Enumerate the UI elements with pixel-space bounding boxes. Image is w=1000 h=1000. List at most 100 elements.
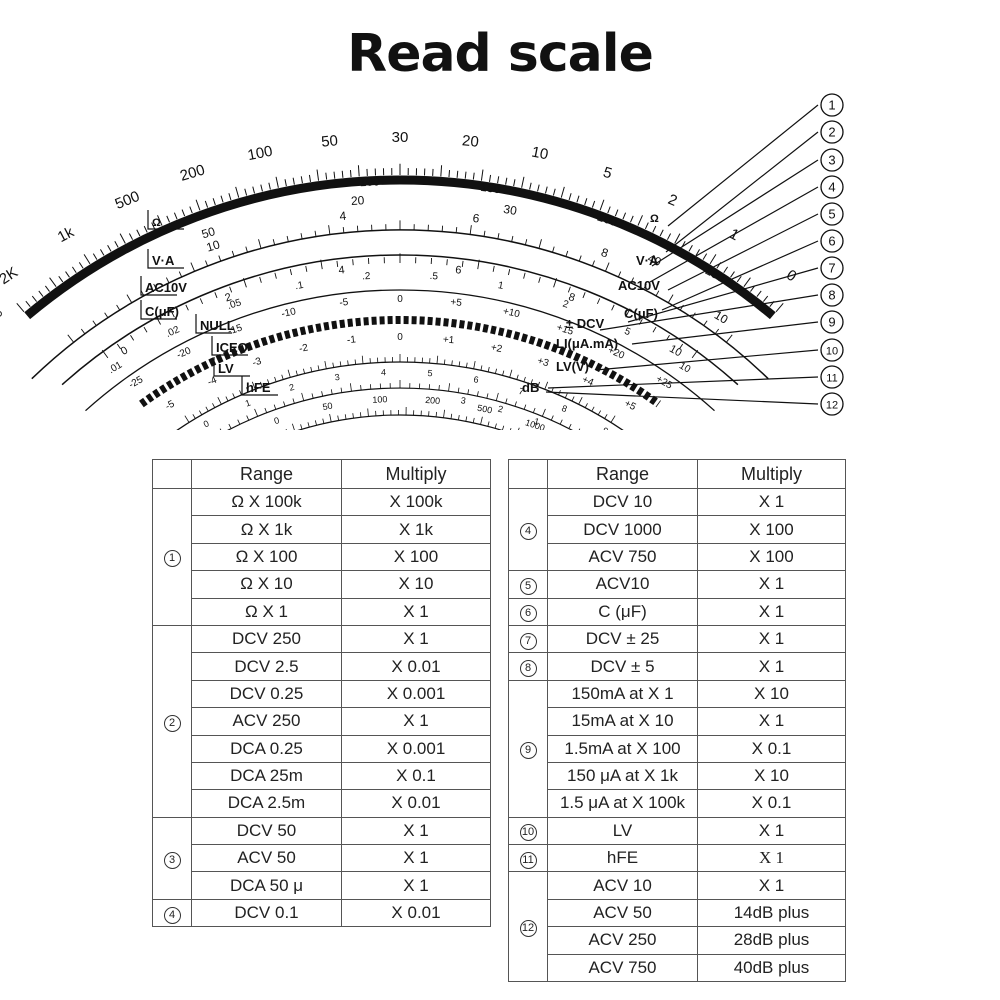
li-tick [465, 362, 468, 368]
li-tick [443, 359, 446, 365]
callout-circle [820, 392, 844, 416]
dcv-tick [218, 255, 222, 262]
dcv5-tick-label: -2 [298, 342, 309, 355]
ohm-tick [750, 285, 756, 292]
right-scale-label: LI(μA.mA) [556, 336, 618, 351]
li-tick [610, 415, 616, 423]
left-scale-label: hFE [246, 380, 271, 395]
lv-tick-label: 1 [533, 416, 541, 427]
li-tick [324, 360, 327, 369]
hfe-tick [337, 415, 340, 421]
li-tick [260, 381, 263, 387]
scale-number-badge: 6 [519, 605, 537, 623]
acv10-tick [596, 298, 601, 305]
callout-leader-line [599, 294, 819, 331]
li-tick [205, 406, 209, 412]
ohm-tick [65, 271, 70, 278]
multiply-cell: X 1 [697, 570, 846, 599]
lv-tick [350, 383, 352, 392]
ohm-tick [308, 174, 311, 182]
range-cell: ACV10 [547, 570, 698, 599]
ohm-tick [666, 233, 672, 240]
acv10-tick [625, 308, 631, 318]
ohm-tick [480, 169, 484, 181]
ohm-tick [743, 277, 751, 288]
li-tick [509, 369, 513, 378]
acv10-tick [553, 278, 557, 288]
dcv-dashed-band [139, 315, 661, 408]
callout-leader-line [649, 186, 819, 283]
left-scale-label: Ω [152, 217, 161, 229]
dcv25-tick-label: +10 [502, 306, 521, 320]
dcv5-tick-label: +4 [580, 374, 595, 389]
capacitance-tick-label: .05 [226, 297, 243, 312]
capacitance-tick-label: .1 [294, 280, 305, 292]
lv-tick [514, 401, 517, 407]
li-tick [267, 379, 270, 385]
ohm-tick [448, 170, 451, 178]
page-title: Read scale [347, 24, 654, 84]
acv10-tick-label: 10 [667, 343, 684, 359]
li-tick [494, 368, 497, 374]
dcv25-tick-label: -5 [339, 297, 349, 309]
scale-number-badge: 9 [519, 742, 537, 760]
multiply-cell: X 100 [341, 542, 491, 572]
multiply-cell: X 1 [341, 597, 491, 626]
capacitance-tick-label: .2 [362, 271, 371, 283]
lv-tick [486, 393, 489, 399]
ohm-tick [99, 249, 105, 256]
dcv-tick [190, 262, 196, 272]
dcv-tick [328, 225, 331, 235]
dcv250-tick-label: 150 [480, 180, 502, 197]
dcv5-tick-label: +5 [622, 398, 638, 413]
ohm-tick-label: 100 [246, 143, 274, 164]
ohm-tick [440, 165, 443, 177]
ohm-tick [568, 193, 572, 201]
multiply-cell: X 1 [341, 707, 491, 736]
ohm-tick [552, 188, 556, 196]
callout-circle [820, 229, 844, 253]
dcv-scale-arc [31, 229, 769, 380]
range-cell: hFE [547, 844, 698, 873]
acv10-tick [320, 259, 323, 270]
ohm-tick [644, 222, 649, 230]
ohm-tick [78, 262, 84, 269]
lv-tick [438, 385, 440, 391]
lv-tick [330, 389, 333, 395]
lv-tick [495, 392, 499, 401]
dcv5-tick-label: 0 [397, 332, 403, 343]
lv-tick [292, 398, 295, 404]
ohm-tick [212, 198, 216, 206]
header-number [152, 459, 192, 489]
li-tick [198, 410, 203, 416]
ohm-tick [505, 177, 508, 185]
hfe-tick [502, 425, 505, 430]
ohm-tick [730, 271, 735, 278]
li-tick [451, 360, 453, 366]
acv10-tick [185, 304, 189, 311]
callout-circle [820, 202, 844, 226]
ohm-tick [544, 186, 548, 194]
lv-tick [340, 387, 343, 393]
dcv-tick [725, 334, 733, 343]
capacitance-tick-label: 5 [623, 326, 633, 338]
ohm-tick [576, 195, 580, 203]
callout-leader-line [665, 131, 819, 253]
lv-tick [550, 415, 554, 421]
lv-tick-label: 2 [497, 404, 504, 415]
ohm-tick [629, 215, 634, 223]
lv-tick [228, 423, 232, 429]
hfe-tick [443, 409, 445, 418]
dcv50-tick-label: 30 [502, 202, 518, 218]
dcv-tick [630, 277, 635, 284]
capacitance-tick-label: .5 [429, 271, 438, 283]
dcv10-tick-label: 4 [339, 209, 347, 224]
scale-number-badge: 4 [519, 523, 537, 541]
